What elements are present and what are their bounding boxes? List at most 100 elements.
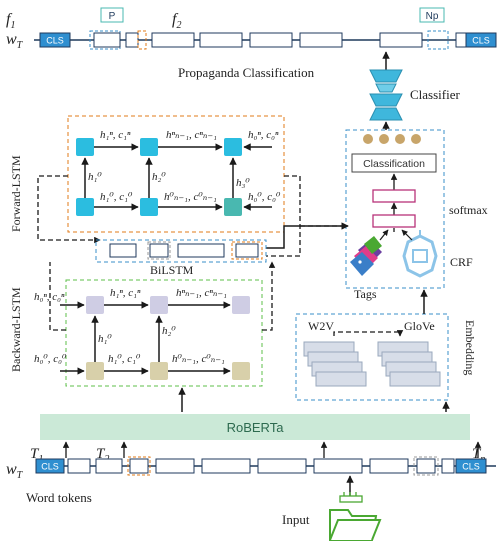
bwd-label-hn1n: hⁿₙ₋₁, cⁿₙ₋₁ (176, 287, 227, 299)
p-tag-text: P (109, 11, 116, 22)
bilstm-block: BiLSTM (95, 239, 267, 277)
roberta-rect (40, 414, 470, 440)
tags-label: Tags (354, 287, 377, 301)
token-box (93, 32, 121, 48)
token-box (416, 458, 436, 474)
bilstm-token (235, 243, 259, 258)
classifier-icon: Classifier (369, 51, 460, 121)
roberta-bar: RoBERTa (40, 414, 470, 440)
embedding-side-label: Embedding (463, 320, 477, 375)
token-box (129, 458, 149, 474)
classification-box (351, 153, 437, 173)
cls-token-left-bottom (35, 458, 65, 474)
bwd-left-connector (49, 262, 66, 331)
token-box (369, 458, 409, 474)
lstm-cell (140, 138, 158, 156)
cls-text-left-bottom: CLS (41, 462, 59, 472)
output-dot (379, 134, 389, 144)
w2v-stack-icon (303, 341, 367, 387)
bottom-token-row: T1 T2 Tn wT CLS CLS Word tokens (6, 441, 496, 505)
cls-token-right-bottom (455, 458, 487, 474)
cls-token-left-top (39, 32, 71, 48)
bilstm-gray-marker (147, 241, 171, 260)
output-dot (363, 134, 373, 144)
fwd-right-connector (266, 175, 301, 257)
crf-dashed-frame (345, 129, 445, 289)
token-box (249, 32, 293, 48)
folder-icon (329, 492, 382, 541)
token-box (67, 458, 91, 474)
token-box (155, 458, 195, 474)
input-block: Input (282, 475, 382, 541)
token-box (201, 458, 251, 474)
token-box (199, 32, 243, 48)
bwd-label-h1n: h₁ⁿ, c₁ⁿ (110, 287, 141, 299)
softmax-layer-bottom (372, 214, 416, 228)
crf-label: CRF (450, 255, 473, 269)
forward-lstm: Forward-LSTM h₁ⁿ, c₁ⁿ hⁿₙ₋₁, cⁿₙ₋₁ h₀ⁿ, … (9, 115, 285, 233)
fwd-label-hn1n: hⁿₙ₋₁, cⁿₙ₋₁ (166, 129, 217, 141)
fwd-label-h10c: h₁⁰, c₁⁰ (100, 191, 133, 203)
lstm-cell (232, 362, 250, 380)
fwd-label-h1-0: h₁⁰ (88, 171, 102, 183)
output-dot (395, 134, 405, 144)
dashed-marker-orange-top (137, 30, 147, 50)
bilstm-output-connector (266, 222, 349, 249)
token-box (299, 32, 343, 48)
softmax-layer-top (372, 189, 416, 203)
fwd-label-h1n: h₁ⁿ, c₁ⁿ (100, 129, 131, 141)
lstm-cell (140, 198, 158, 216)
lstm-cell (86, 362, 104, 380)
backward-lstm: Backward-LSTM h₀ⁿ, c₀ⁿ h₁ⁿ, c₁ⁿ hⁿₙ₋₁, c… (9, 279, 263, 387)
backward-lstm-label: Backward-LSTM (9, 287, 23, 372)
lstm-cell (150, 296, 168, 314)
output-dot (411, 134, 421, 144)
bilstm-token (177, 243, 225, 258)
token-box (379, 32, 423, 48)
wt-label-top: wT (6, 31, 24, 51)
fwd-label-h0n: h₀ⁿ, c₀ⁿ (248, 129, 279, 141)
backward-lstm-frame (65, 279, 263, 387)
lstm-cell (150, 362, 168, 380)
bwd-label-h00c: h₀⁰, c₀⁰ (34, 353, 67, 365)
tags-icon (350, 236, 382, 276)
softmax-label: softmax (449, 203, 488, 217)
dashed-marker-blue-right-top (427, 30, 449, 50)
cls-text-left-top: CLS (46, 36, 64, 46)
w2v-label: W2V (308, 319, 334, 333)
token-box (125, 32, 139, 48)
glove-label: GloVe (404, 319, 435, 333)
dashed-marker-orange-bottom (127, 456, 151, 476)
lstm-cell (232, 296, 250, 314)
bwd-label-hn10c: h⁰ₙ₋₁, c⁰ₙ₋₁ (172, 353, 225, 365)
fwd-to-bilstm-connector (37, 175, 101, 244)
cls-text-right-top: CLS (472, 36, 490, 46)
cls-text-right-bottom: CLS (462, 462, 480, 472)
dashed-marker-gray-bottom (413, 456, 439, 476)
word-tokens-label: Word tokens (26, 490, 92, 505)
lstm-cell (86, 296, 104, 314)
token-box (257, 458, 307, 474)
p-tag-box (100, 7, 124, 23)
bwd-right-connector (262, 261, 276, 331)
crf-block: Classification softmax Tags CRF (345, 121, 488, 301)
fwd-label-hn10c: h⁰ₙ₋₁, c⁰ₙ₋₁ (164, 191, 217, 203)
np-tag-box (419, 7, 445, 23)
crf-icon (402, 230, 438, 278)
fwd-label-h2-0: h₂⁰ (152, 171, 166, 183)
input-label: Input (282, 512, 310, 527)
bwd-label-h1-0: h₁⁰ (98, 333, 112, 345)
classifier-label: Classifier (410, 87, 460, 102)
lstm-cell (224, 138, 242, 156)
bwd-label-h10c: h₁⁰, c₁⁰ (108, 353, 141, 365)
f2-label: f2 (172, 11, 181, 31)
glove-stack-icon (377, 341, 441, 387)
bilstm-orange-marker (231, 241, 263, 260)
fwd-label-h3-0: h₃⁰ (236, 177, 250, 189)
forward-lstm-frame (67, 115, 285, 233)
cls-token-right-top (465, 32, 497, 48)
bilstm-frame (95, 239, 267, 263)
classification-text: Classification (363, 158, 425, 170)
wt-label-bottom: wT (6, 461, 24, 481)
